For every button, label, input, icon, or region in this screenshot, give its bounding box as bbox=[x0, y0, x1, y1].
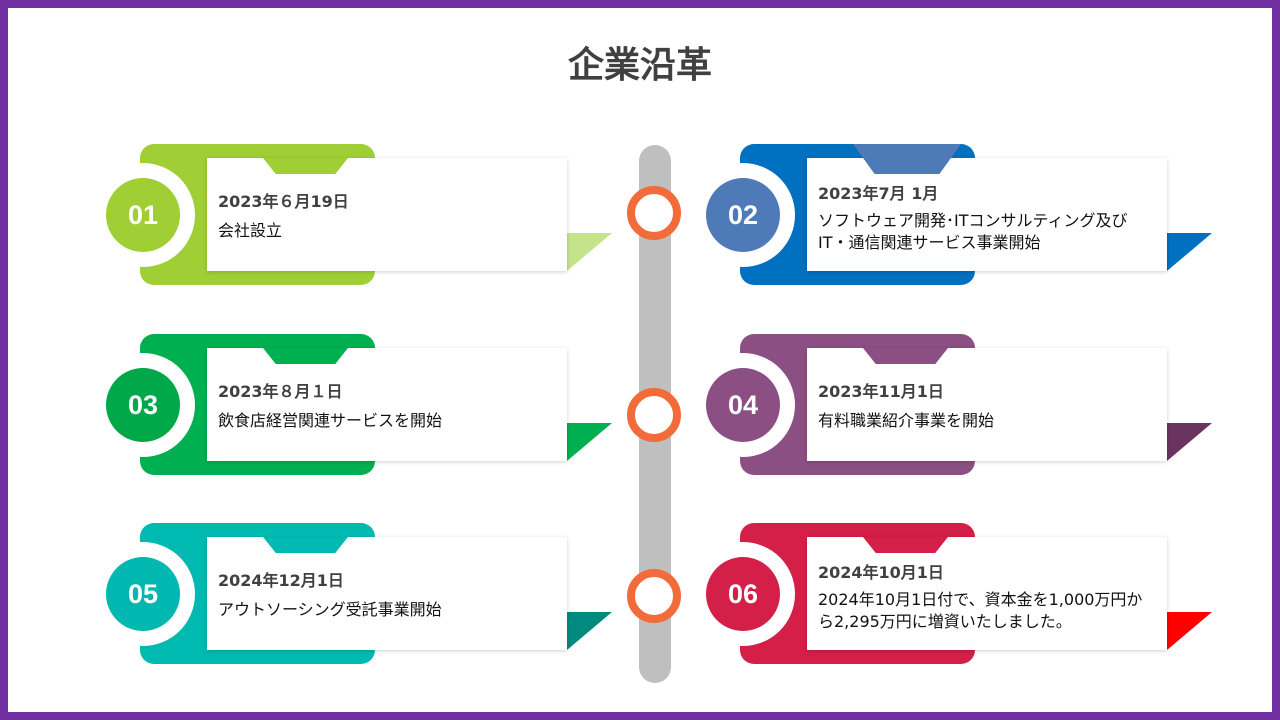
card-content-box bbox=[207, 537, 567, 650]
timeline-card-01: 01 2023年６月19日 会社設立 bbox=[91, 144, 620, 285]
card-content-box bbox=[207, 158, 567, 271]
card-corner-triangle bbox=[1167, 612, 1212, 650]
event-description: ソフトウェア開発･ITコンサルティング及びIT・通信関連サービス事業開始 bbox=[818, 211, 1128, 252]
event-date: 2023年６月19日 bbox=[218, 192, 349, 211]
card-content-box bbox=[807, 537, 1167, 650]
card-corner-triangle bbox=[567, 423, 612, 461]
event-description: アウトソーシング受託事業開始 bbox=[218, 600, 442, 619]
page-title: 企業沿革 bbox=[567, 45, 712, 86]
step-number-badge: 02 bbox=[706, 178, 780, 252]
card-content-box bbox=[207, 348, 567, 461]
card-notch bbox=[863, 537, 948, 553]
card-notch bbox=[263, 348, 348, 364]
step-number-badge: 01 bbox=[106, 178, 180, 252]
card-corner-triangle bbox=[1167, 233, 1212, 271]
event-date: 2024年10月1日 bbox=[818, 563, 944, 582]
event-description: 2024年10月1日付で、資本金を1,000万円から2,295万円に増資いたしま… bbox=[818, 590, 1143, 631]
event-date: 2023年7月 1月 bbox=[818, 184, 939, 203]
timeline-card-03: 03 2023年８月１日 飲食店経営関連サービスを開始 bbox=[91, 334, 620, 475]
step-number-badge: 05 bbox=[106, 557, 180, 631]
card-content-box bbox=[807, 348, 1167, 461]
timeline-marker bbox=[627, 186, 681, 240]
timeline-card-05: 05 2024年12月1日 アウトソーシング受託事業開始 bbox=[91, 523, 620, 664]
timeline-card-02: 02 2023年7月 1月 ソフトウェア開発･ITコンサルティング及びIT・通信… bbox=[691, 144, 1220, 285]
timeline-card-04: 04 2023年11月1日 有料職業紹介事業を開始 bbox=[691, 334, 1220, 475]
step-number-badge: 03 bbox=[106, 368, 180, 442]
event-date: 2024年12月1日 bbox=[218, 571, 344, 590]
event-description: 会社設立 bbox=[218, 221, 283, 240]
timeline-marker bbox=[627, 569, 681, 623]
card-corner-triangle bbox=[567, 233, 612, 271]
card-content-box bbox=[807, 158, 1167, 271]
card-notch bbox=[263, 158, 348, 174]
event-description: 飲食店経営関連サービスを開始 bbox=[218, 411, 443, 430]
card-notch bbox=[263, 537, 348, 553]
event-description: 有料職業紹介事業を開始 bbox=[818, 411, 995, 430]
event-date: 2023年11月1日 bbox=[818, 382, 944, 401]
timeline-marker bbox=[627, 388, 681, 442]
step-number-badge: 06 bbox=[706, 557, 780, 631]
card-notch bbox=[863, 348, 948, 364]
event-date: 2023年８月１日 bbox=[218, 382, 343, 401]
card-corner-triangle bbox=[1167, 423, 1212, 461]
step-number-badge: 04 bbox=[706, 368, 780, 442]
card-corner-triangle bbox=[567, 612, 612, 650]
timeline-card-06: 06 2024年10月1日 2024年10月1日付で、資本金を1,000万円から… bbox=[691, 523, 1220, 664]
